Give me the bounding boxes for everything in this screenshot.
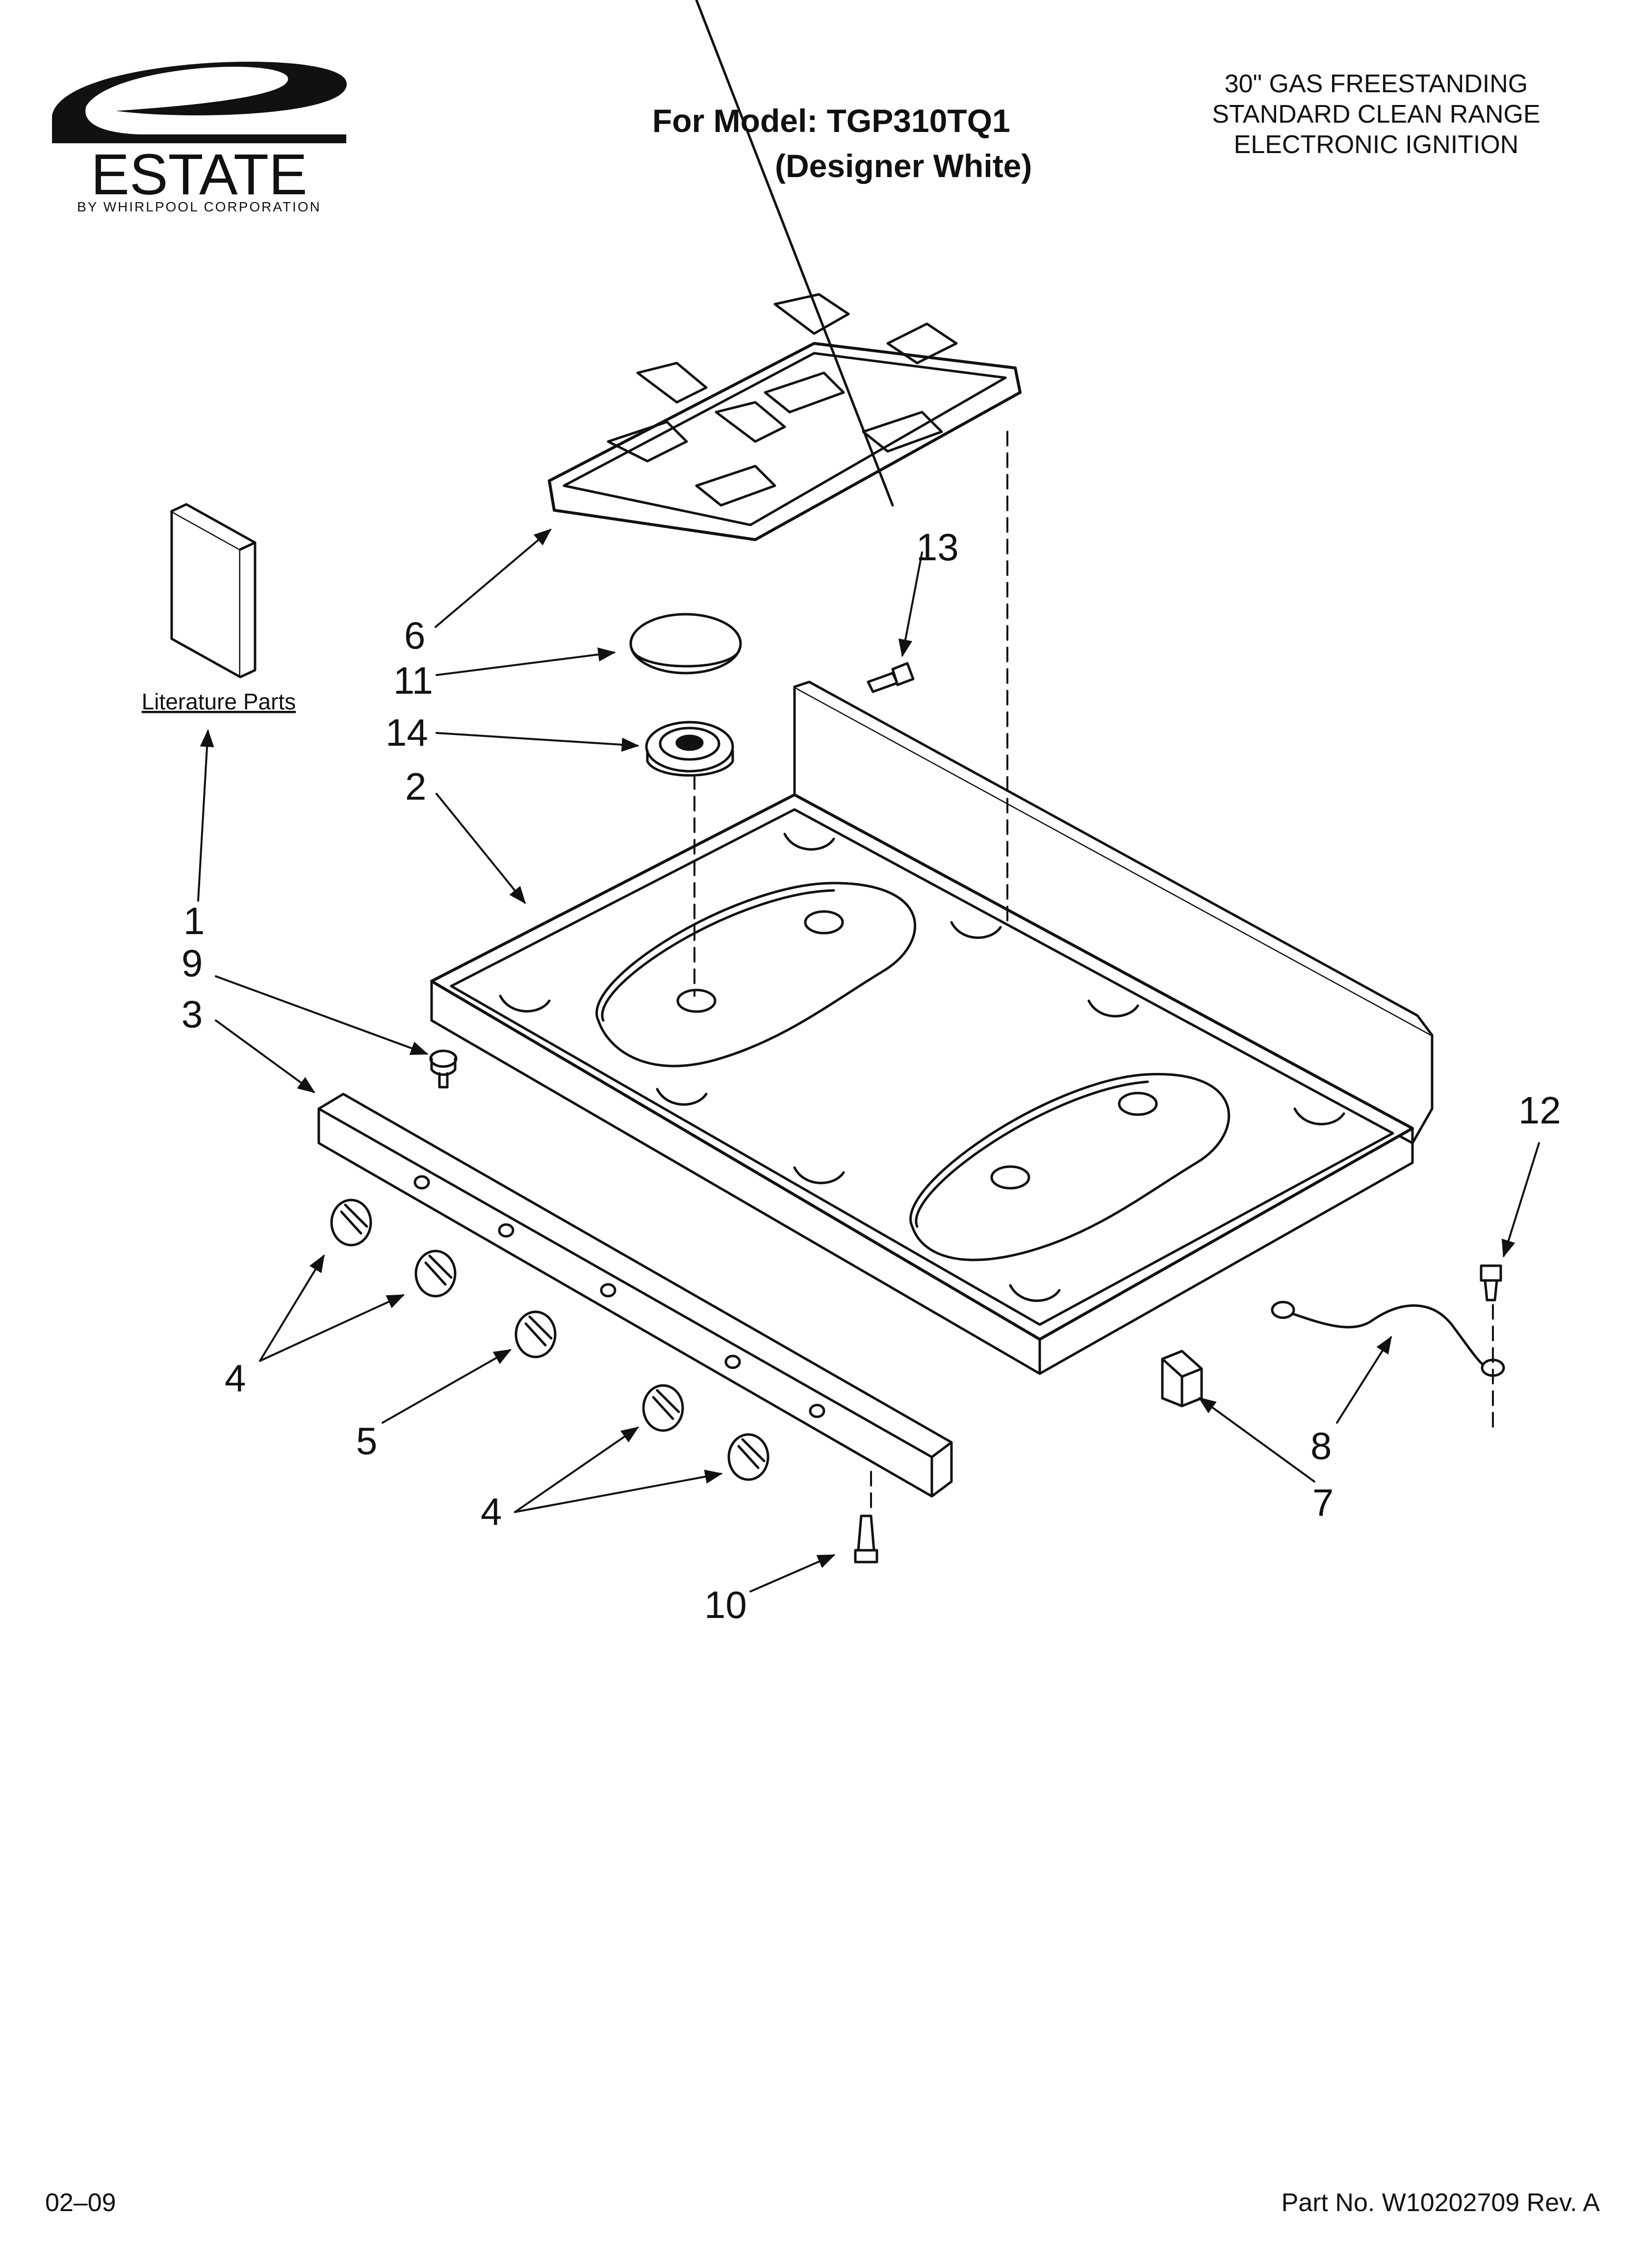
bracket-7 <box>1161 1350 1203 1408</box>
callout-numbers: 1 2 3 4 5 4 6 7 8 9 10 11 12 13 14 <box>181 525 1561 1626</box>
ground-wire <box>1271 1301 1505 1377</box>
callout-7: 7 <box>1312 1481 1334 1524</box>
brand-name: ESTATE <box>91 142 307 207</box>
brand-subtitle: BY WHIRLPOOL CORPORATION <box>77 199 321 214</box>
burner-grate <box>548 0 1022 541</box>
model-number: For Model: TGP310TQ1 <box>652 103 1010 139</box>
burner-head <box>645 721 734 777</box>
callout-4b: 4 <box>481 1490 502 1533</box>
callout-2: 2 <box>405 765 426 808</box>
callout-6: 6 <box>404 614 425 657</box>
part-number: Part No. W10202709 Rev. A <box>1281 2189 1600 2217</box>
callout-1: 1 <box>183 899 205 942</box>
callout-14: 14 <box>385 711 428 754</box>
desc-line-3: ELECTRONIC IGNITION <box>1233 130 1519 159</box>
screw-12 <box>1480 1264 1502 1302</box>
callout-3: 3 <box>181 992 203 1036</box>
control-panel <box>317 1093 953 1498</box>
literature-parts-label: Literature Parts <box>142 689 296 714</box>
desc-line-2: STANDARD CLEAN RANGE <box>1212 100 1540 129</box>
screw-9 <box>429 1049 458 1089</box>
knob-4 <box>642 1384 684 1432</box>
product-description: 30" GAS FREESTANDING STANDARD CLEAN RANG… <box>1155 69 1597 160</box>
knob-2 <box>414 1250 457 1298</box>
knob-5 <box>727 1433 770 1481</box>
callout-10: 10 <box>704 1583 747 1626</box>
callout-8: 8 <box>1310 1424 1332 1467</box>
callout-4a: 4 <box>225 1356 246 1400</box>
callout-13: 13 <box>916 525 959 569</box>
leader-lines <box>197 528 1540 1592</box>
callout-11: 11 <box>393 659 433 702</box>
brand-logo: ESTATE BY WHIRLPOOL CORPORATION <box>42 47 356 214</box>
literature-book <box>170 503 257 678</box>
estate-logo-graphic: ESTATE BY WHIRLPOOL CORPORATION <box>52 61 347 214</box>
screw-13 <box>867 662 915 693</box>
callout-12: 12 <box>1518 1089 1561 1132</box>
desc-line-1: 30" GAS FREESTANDING <box>1224 70 1528 98</box>
knob-1 <box>330 1199 372 1247</box>
screw-10 <box>854 1514 878 1564</box>
callout-5: 5 <box>356 1419 377 1462</box>
burner-cap <box>629 613 742 675</box>
knob-3 <box>514 1310 557 1358</box>
assembly-lines <box>693 431 1494 1512</box>
cooktop <box>430 680 1434 1375</box>
callout-9: 9 <box>181 941 203 985</box>
model-block: For Model: TGP310TQ1 (Designer White) <box>652 98 1032 188</box>
revision-date: 02–09 <box>45 2189 116 2217</box>
model-color: (Designer White) <box>775 148 1032 184</box>
control-knobs <box>330 1199 770 1481</box>
